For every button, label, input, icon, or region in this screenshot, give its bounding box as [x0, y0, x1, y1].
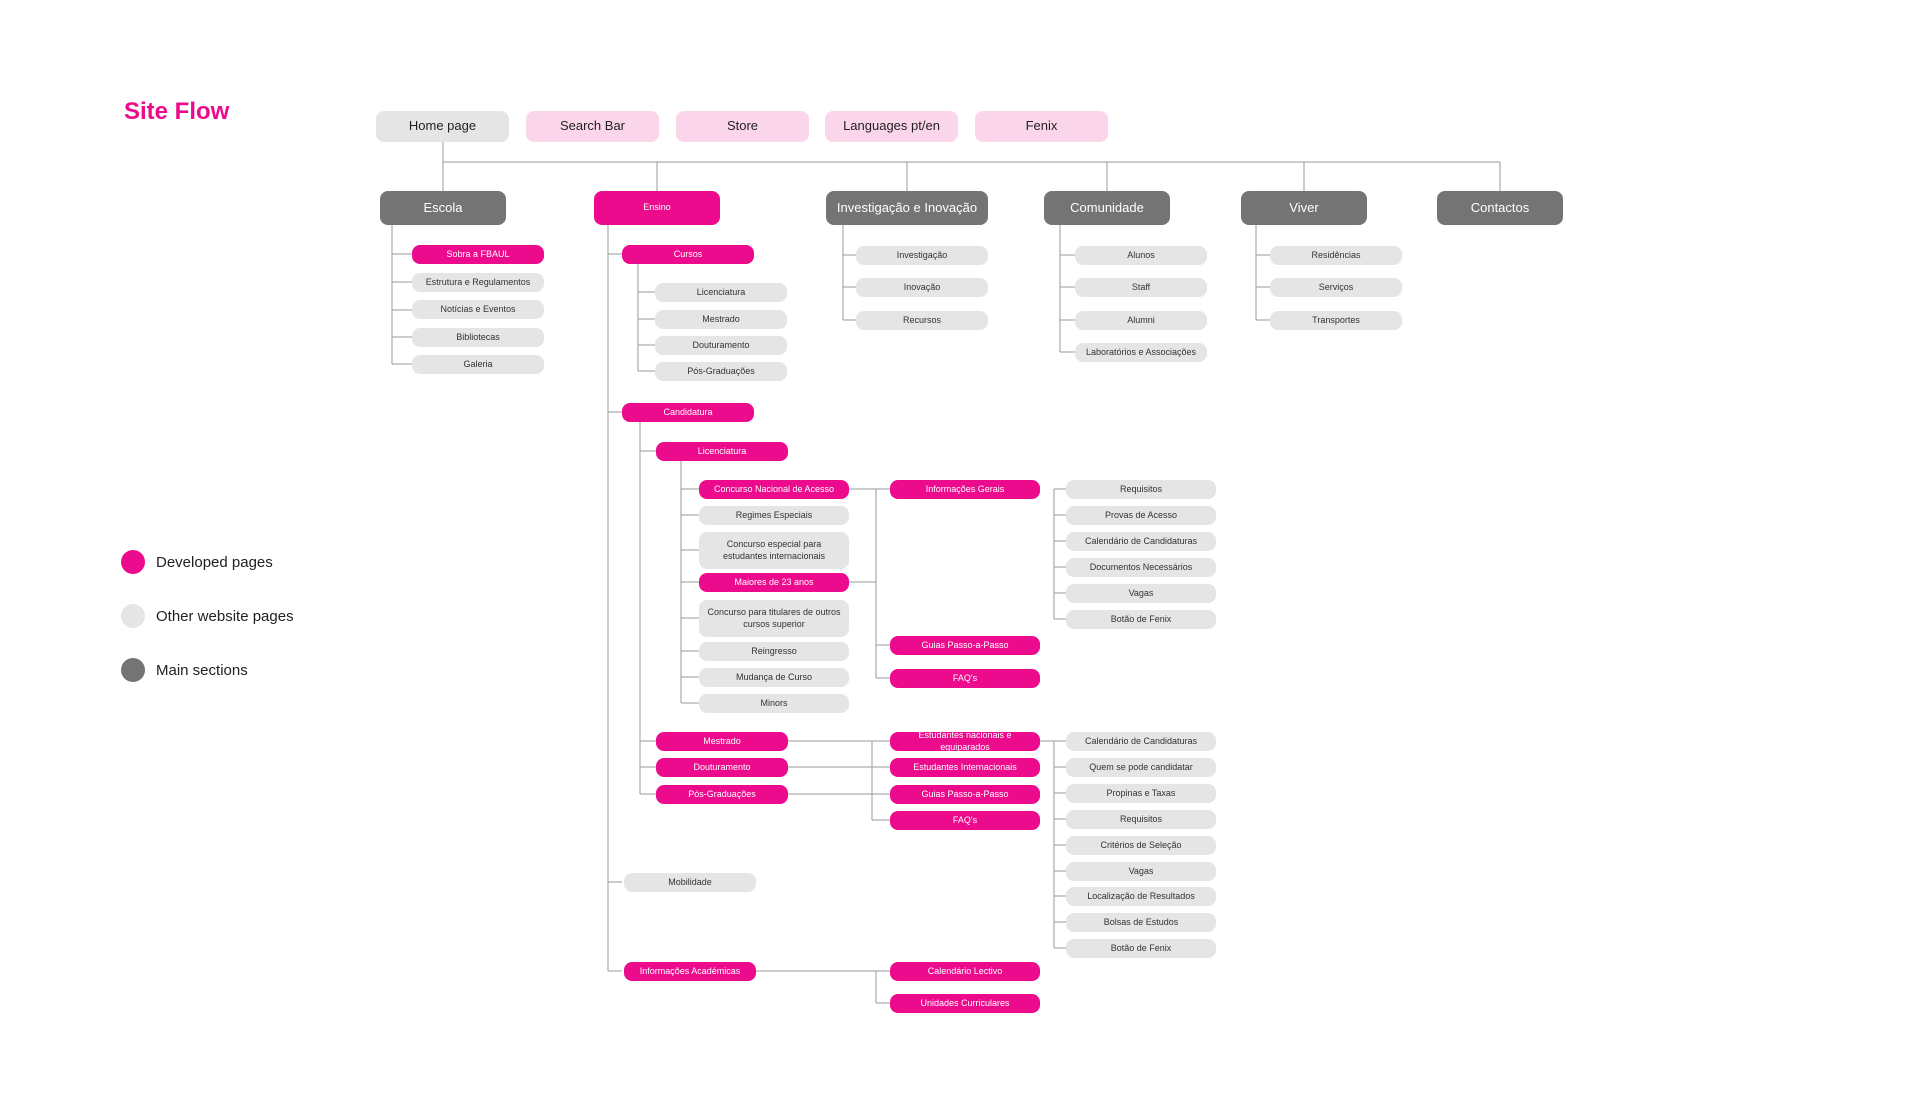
- lic-det-calendario[interactable]: Calendário de Candidaturas: [1066, 532, 1216, 551]
- lic-det-botao-fenix[interactable]: Botão de Fenix: [1066, 610, 1216, 629]
- pg-det-localizacao[interactable]: Localização de Resultados: [1066, 887, 1216, 906]
- investigacao-investigacao[interactable]: Investigação: [856, 246, 988, 265]
- escola-estrutura-regulamentos[interactable]: Estrutura e Regulamentos: [412, 273, 544, 292]
- lic-det-requisitos[interactable]: Requisitos: [1066, 480, 1216, 499]
- legend-developed: Developed pages: [121, 550, 273, 574]
- nav-search-bar[interactable]: Search Bar: [526, 111, 659, 142]
- section-escola[interactable]: Escola: [380, 191, 506, 225]
- ensino-candidatura[interactable]: Candidatura: [622, 403, 754, 422]
- lic-informacoes-gerais[interactable]: Informações Gerais: [890, 480, 1040, 499]
- pg-det-calendario[interactable]: Calendário de Candidaturas: [1066, 732, 1216, 751]
- section-contactos[interactable]: Contactos: [1437, 191, 1563, 225]
- lic-det-documentos[interactable]: Documentos Necessários: [1066, 558, 1216, 577]
- legend-other-label: Other website pages: [156, 607, 294, 625]
- lic-det-provas-acesso[interactable]: Provas de Acesso: [1066, 506, 1216, 525]
- cursos-mestrado[interactable]: Mestrado: [655, 310, 787, 329]
- pg-det-bolsas[interactable]: Bolsas de Estudos: [1066, 913, 1216, 932]
- cand-douturamento[interactable]: Douturamento: [656, 758, 788, 777]
- pg-estudantes-nacionais[interactable]: Estudantes nacionais e equiparados: [890, 730, 1040, 752]
- pg-faqs[interactable]: FAQ's: [890, 811, 1040, 830]
- pg-det-requisitos[interactable]: Requisitos: [1066, 810, 1216, 829]
- escola-galeria[interactable]: Galeria: [412, 355, 544, 374]
- lic-faqs[interactable]: FAQ's: [890, 669, 1040, 688]
- legend-main: Main sections: [121, 658, 248, 682]
- section-comunidade[interactable]: Comunidade: [1044, 191, 1170, 225]
- investigacao-recursos[interactable]: Recursos: [856, 311, 988, 330]
- escola-sobra-a-fbaul[interactable]: Sobra a FBAUL: [412, 245, 544, 264]
- lic-det-vagas[interactable]: Vagas: [1066, 584, 1216, 603]
- legend-developed-dot: [121, 550, 145, 574]
- lic-maiores-23[interactable]: Maiores de 23 anos: [699, 573, 849, 592]
- cursos-licenciatura[interactable]: Licenciatura: [655, 283, 787, 302]
- cand-mestrado[interactable]: Mestrado: [656, 732, 788, 751]
- pg-estudantes-internacionais[interactable]: Estudantes Internacionais: [890, 758, 1040, 777]
- pg-det-criterios[interactable]: Critérios de Seleção: [1066, 836, 1216, 855]
- comunidade-alumni[interactable]: Alumni: [1075, 311, 1207, 330]
- ensino-informacoes-academicas[interactable]: Informações Académicas: [624, 962, 756, 981]
- cursos-pos-graduacoes[interactable]: Pós-Graduações: [655, 362, 787, 381]
- academicas-calendario-lectivo[interactable]: Calendário Lectivo: [890, 962, 1040, 981]
- legend-main-label: Main sections: [156, 661, 248, 679]
- lic-regimes-especiais[interactable]: Regimes Especiais: [699, 506, 849, 525]
- candidatura-licenciatura[interactable]: Licenciatura: [656, 442, 788, 461]
- pg-det-propinas-taxas[interactable]: Propinas e Taxas: [1066, 784, 1216, 803]
- legend-other-dot: [121, 604, 145, 628]
- nav-fenix[interactable]: Fenix: [975, 111, 1108, 142]
- lic-mudanca-curso[interactable]: Mudança de Curso: [699, 668, 849, 687]
- comunidade-staff[interactable]: Staff: [1075, 278, 1207, 297]
- lic-concurso-titulares[interactable]: Concurso para titulares de outros cursos…: [699, 600, 849, 637]
- escola-bibliotecas[interactable]: Bibliotecas: [412, 328, 544, 347]
- nav-home-page[interactable]: Home page: [376, 111, 509, 142]
- lic-minors[interactable]: Minors: [699, 694, 849, 713]
- lic-reingresso[interactable]: Reingresso: [699, 642, 849, 661]
- viver-transportes[interactable]: Transportes: [1270, 311, 1402, 330]
- lic-concurso-internacionais[interactable]: Concurso especial para estudantes intern…: [699, 532, 849, 569]
- pg-det-vagas[interactable]: Vagas: [1066, 862, 1216, 881]
- lic-concurso-nacional[interactable]: Concurso Nacional de Acesso: [699, 480, 849, 499]
- legend-main-dot: [121, 658, 145, 682]
- ensino-mobilidade[interactable]: Mobilidade: [624, 873, 756, 892]
- viver-servicos[interactable]: Serviços: [1270, 278, 1402, 297]
- pg-guias-passo-a-passo[interactable]: Guias Passo-a-Passo: [890, 785, 1040, 804]
- cand-pos-graduacoes[interactable]: Pós-Graduações: [656, 785, 788, 804]
- comunidade-alunos[interactable]: Alunos: [1075, 246, 1207, 265]
- viver-residencias[interactable]: Residências: [1270, 246, 1402, 265]
- cursos-douturamento[interactable]: Douturamento: [655, 336, 787, 355]
- comunidade-laboratorios[interactable]: Laboratórios e Associações: [1075, 343, 1207, 362]
- legend-developed-label: Developed pages: [156, 553, 273, 571]
- investigacao-inovacao[interactable]: Inovação: [856, 278, 988, 297]
- lic-guias-passo-a-passo[interactable]: Guias Passo-a-Passo: [890, 636, 1040, 655]
- ensino-cursos[interactable]: Cursos: [622, 245, 754, 264]
- section-viver[interactable]: Viver: [1241, 191, 1367, 225]
- escola-noticias-eventos[interactable]: Notícias e Eventos: [412, 300, 544, 319]
- pg-det-botao-fenix[interactable]: Botão de Fenix: [1066, 939, 1216, 958]
- nav-store[interactable]: Store: [676, 111, 809, 142]
- pg-det-quem-candidatar[interactable]: Quem se pode candidatar: [1066, 758, 1216, 777]
- academicas-unidades-curriculares[interactable]: Unidades Curriculares: [890, 994, 1040, 1013]
- section-investigacao-inovacao[interactable]: Investigação e Inovação: [826, 191, 988, 225]
- legend-other: Other website pages: [121, 604, 294, 628]
- section-ensino[interactable]: Ensino: [594, 191, 720, 225]
- page-title: Site Flow: [124, 98, 230, 125]
- nav-languages[interactable]: Languages pt/en: [825, 111, 958, 142]
